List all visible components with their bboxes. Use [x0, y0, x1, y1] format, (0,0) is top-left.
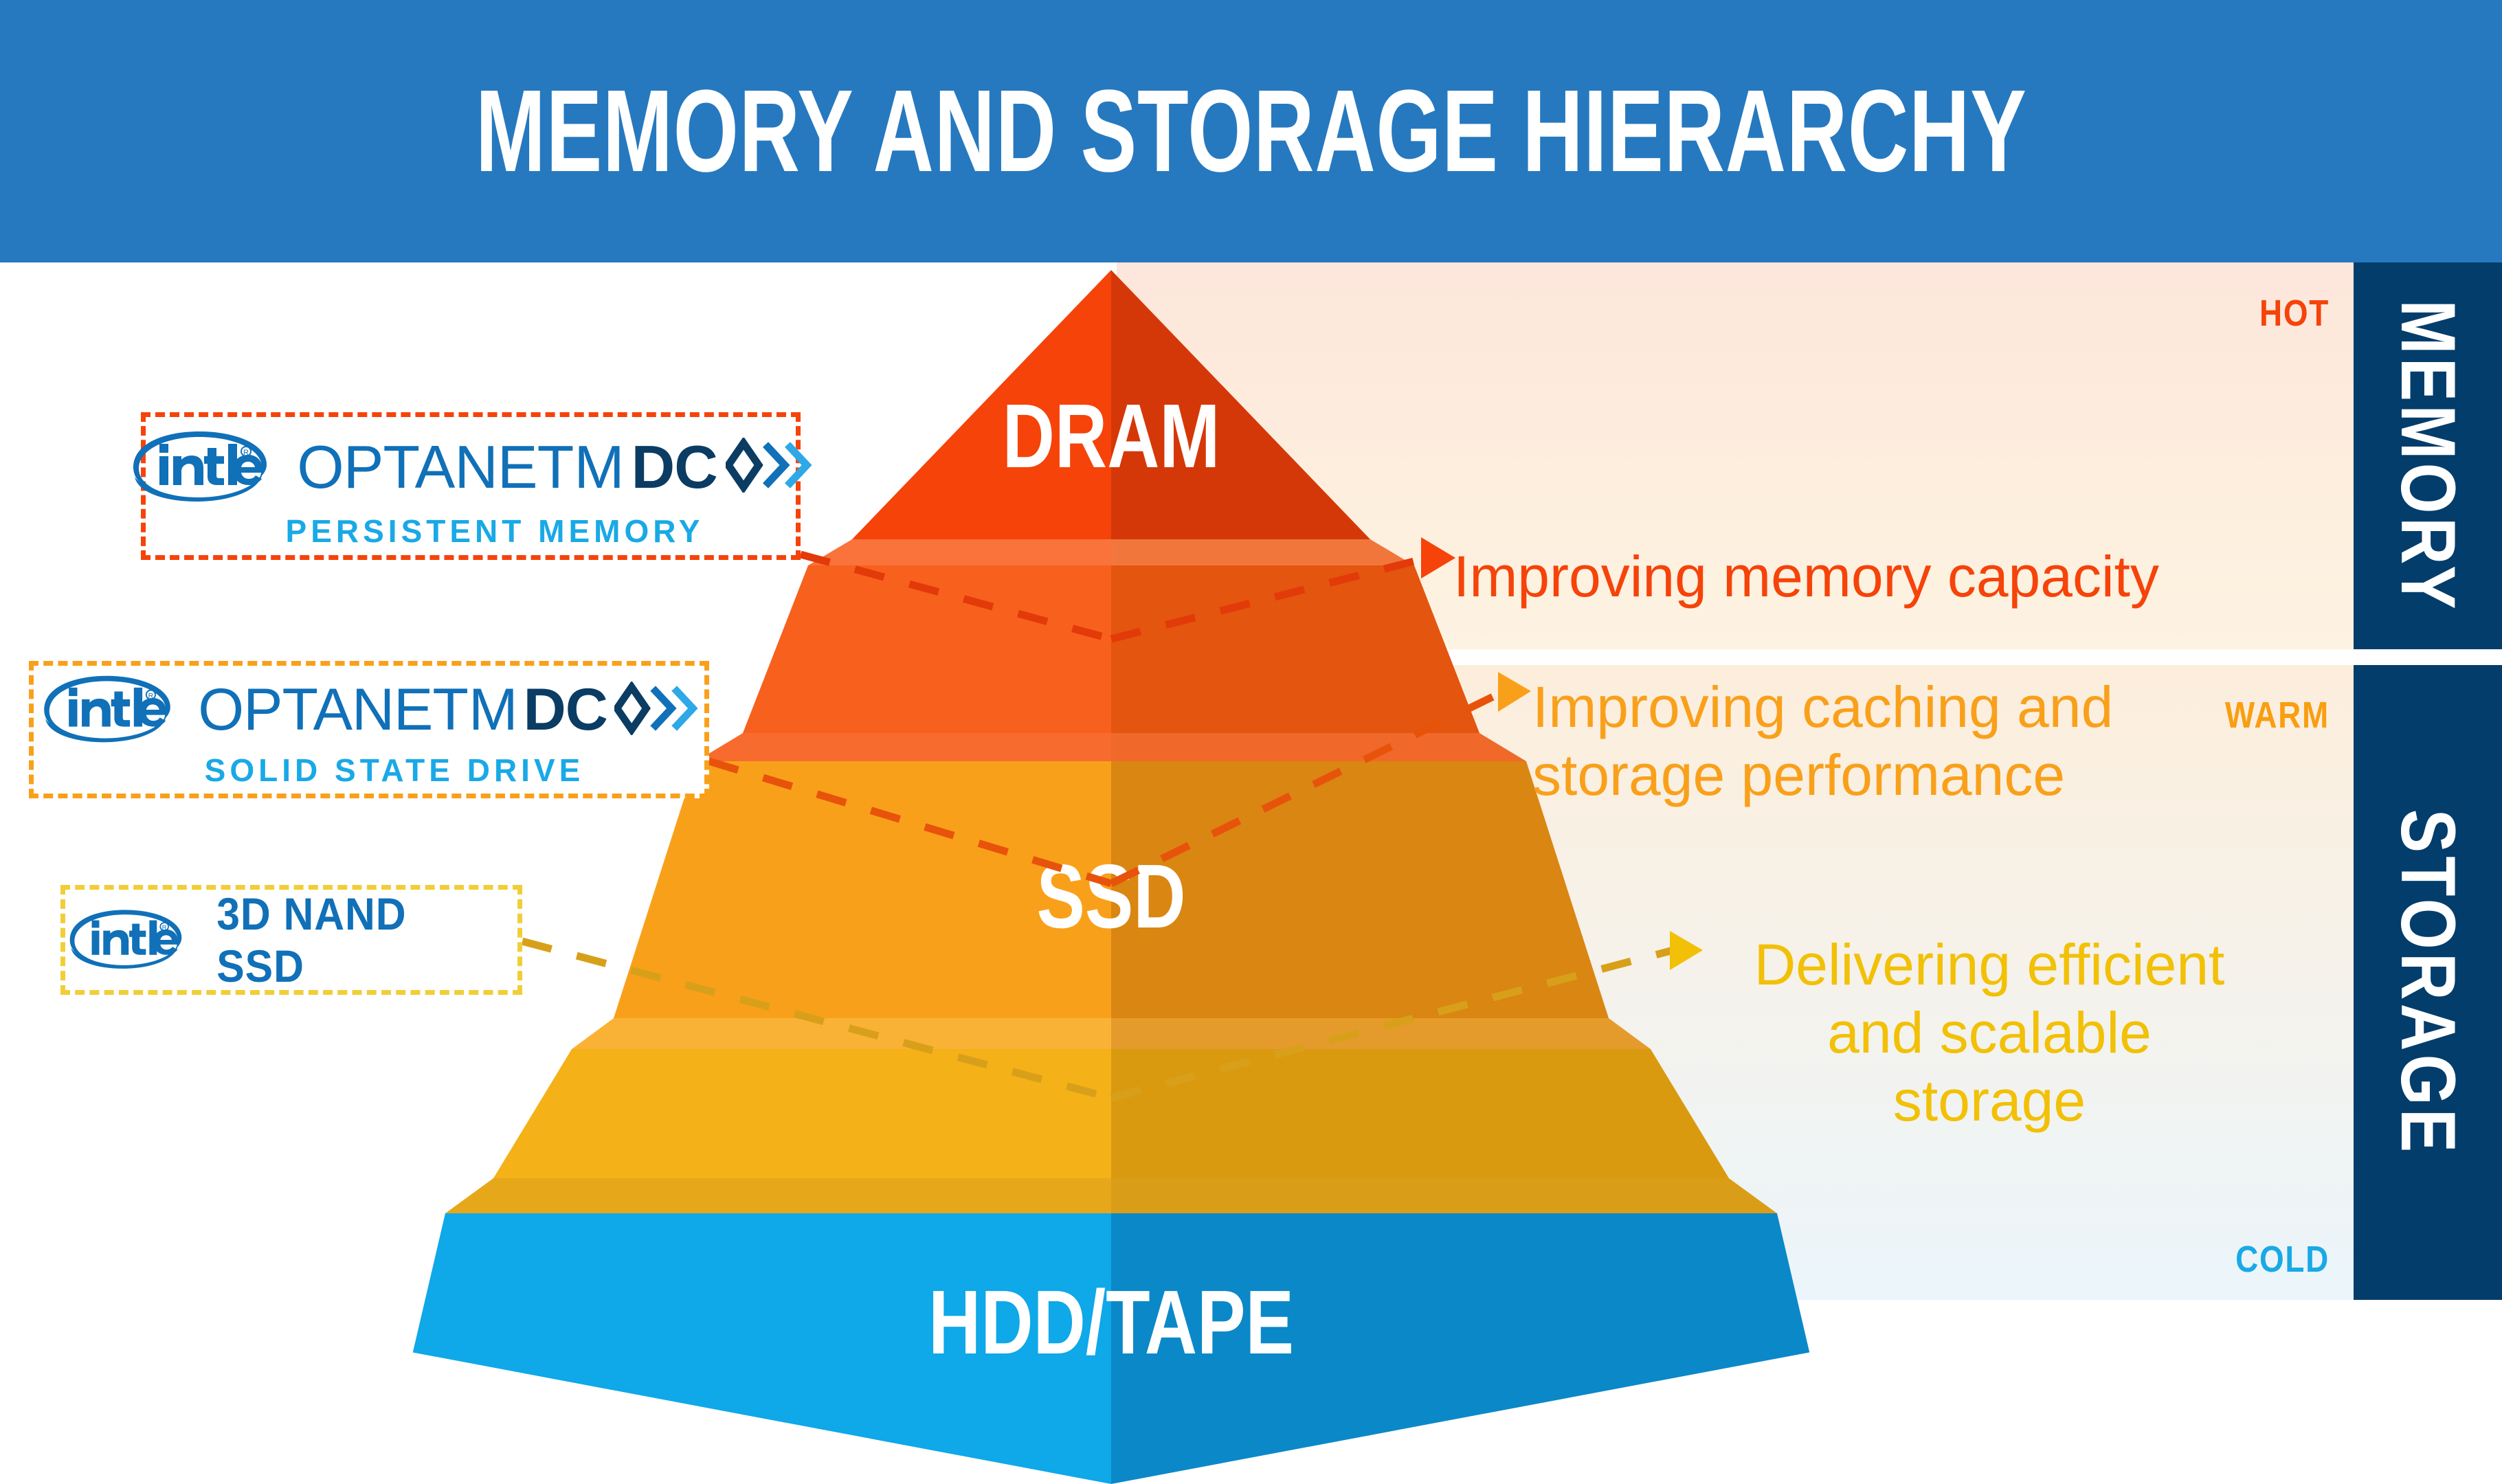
temperature-label-cold: COLD	[2235, 1239, 2330, 1280]
product-badge-optane-persistent-memory: R OPTANE TM DC PERSISTENT MEMORY	[133, 412, 812, 560]
temperature-label-warm: WARM	[2224, 695, 2330, 736]
optane-trademark-icon: TM	[432, 677, 518, 743]
nand-wordmark: 3D NAND SSD	[216, 888, 407, 991]
svg-text:R: R	[148, 693, 154, 700]
callout-storage-line1: Delivering efficient	[1754, 932, 2225, 997]
page-header: MEMORY AND STORAGE HIERARCHY	[0, 0, 2502, 262]
optane-trademark-icon: TM	[537, 432, 625, 501]
callout-caching-performance: Improving caching and storage performanc…	[1532, 673, 2220, 809]
callout-caching-line2: storage performance	[1532, 743, 2066, 808]
optane-pm-logo-row: R OPTANE TM DC	[128, 429, 813, 506]
pyramid-base-bottom-cut	[309, 1305, 1917, 1484]
callout-scalable-storage: Delivering efficient and scalable storag…	[1704, 931, 2275, 1135]
tier-label-ssd: SSD	[1036, 846, 1185, 947]
callout-memory-capacity-text: Improving memory capacity	[1453, 544, 2159, 609]
pyramid-tier-dram	[852, 270, 1370, 539]
tier-label-dram: DRAM	[1003, 386, 1220, 487]
tier-label-hdd: HDD/TAPE	[928, 1272, 1294, 1373]
optane-ssd-subtitle: SOLID STATE DRIVE	[204, 752, 585, 788]
intel-logo-icon: R	[65, 908, 186, 972]
nand-logo-row: R 3D NAND SSD	[65, 888, 517, 992]
temperature-label-hot: HOT	[2259, 293, 2330, 334]
page-title: MEMORY AND STORAGE HIERARCHY	[475, 66, 2027, 196]
intel-logo-icon: R	[128, 429, 272, 506]
optane-dc-wordmark: DC	[523, 677, 608, 743]
callout-caching-line1: Improving caching and	[1532, 675, 2114, 739]
optane-chevron-icon	[612, 680, 700, 739]
callout-storage-line3: storage	[1892, 1068, 2086, 1134]
intel-logo-icon: R	[38, 673, 176, 746]
pyramid-tier-2	[743, 565, 1479, 733]
callout-storage-line2: and scalable	[1827, 1000, 2152, 1066]
product-badge-optane-solid-state-drive: R OPTANE TM DC SOLID STATE DRIVE	[29, 661, 709, 798]
svg-text:R: R	[243, 449, 249, 457]
sidebar-memory: MEMORY	[2354, 262, 2502, 649]
svg-text:R: R	[162, 924, 167, 931]
product-badge-3d-nand-ssd: R 3D NAND SSD	[60, 885, 522, 995]
optane-dc-wordmark: DC	[631, 432, 718, 501]
optane-pm-subtitle: PERSISTENT MEMORY	[285, 513, 704, 549]
sidebar-storage: STORAGE	[2354, 665, 2502, 1300]
callout-memory-capacity: Improving memory capacity	[1453, 543, 2159, 611]
optane-wordmark: OPTANE	[198, 677, 433, 743]
optane-wordmark: OPTANE	[297, 432, 537, 501]
optane-ssd-logo-row: R OPTANE TM DC	[38, 673, 700, 746]
optane-chevron-icon	[724, 436, 814, 496]
pyramid-tier-4	[493, 1049, 1729, 1178]
